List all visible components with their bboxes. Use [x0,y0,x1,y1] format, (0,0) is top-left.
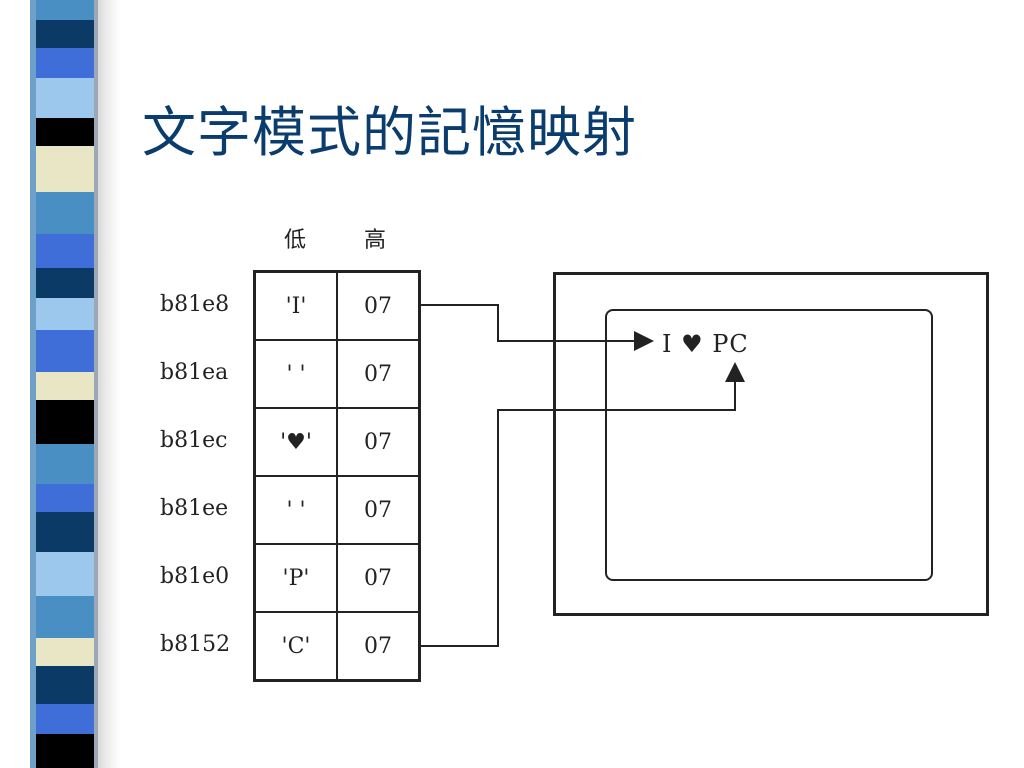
stripe-block [36,734,94,768]
screen-text: I ♥ PC [662,330,749,358]
column-header-low: 低 [284,228,307,253]
address-label: b81ea [160,360,229,385]
stripe-block [36,298,94,330]
decorative-band-edge [30,0,38,768]
table-row: '♥' 07 [253,407,421,477]
address-label: b81e0 [160,564,230,589]
wire-to-first-char [418,304,654,351]
stripe-block [36,596,94,638]
char-cell: 'I' [253,270,338,341]
stripe-block [36,48,94,78]
stripe-block [36,666,94,704]
table-row: 'I' 07 [253,270,421,341]
table-row: 'P' 07 [253,543,421,613]
stripe-block [36,372,94,400]
wire-to-last-char [418,362,745,647]
char-cell: 'C' [253,611,338,682]
attr-cell: 07 [336,339,421,409]
attr-cell: 07 [336,407,421,477]
address-label: b81e8 [160,292,230,317]
screen-frame [553,272,989,616]
stripe-block [36,444,94,484]
decorative-stripes [36,0,94,768]
slide-title: 文字模式的記憶映射 [142,101,637,164]
table-row: ' ' 07 [253,339,421,409]
stripe-block [36,118,94,146]
stripe-block [36,268,94,298]
attr-cell: 07 [336,611,421,682]
stripe-block [36,484,94,512]
stripe-block [36,192,94,234]
address-label: b8152 [160,632,231,657]
char-cell: '♥' [253,407,338,477]
stripe-block [36,400,94,444]
memory-table: 'I' 07 ' ' 07 '♥' 07 ' ' 07 'P' 07 'C' 0… [253,270,421,682]
stripe-block [36,0,94,20]
decorative-band-edge-right [94,0,98,768]
table-row: ' ' 07 [253,475,421,545]
char-cell: 'P' [253,543,338,613]
char-cell: ' ' [253,475,338,545]
column-header-high: 高 [364,228,387,253]
stripe-block [36,234,94,268]
stripe-block [36,638,94,666]
attr-cell: 07 [336,475,421,545]
stripe-block [36,20,94,48]
stripe-block [36,512,94,552]
screen-display [605,309,933,581]
stripe-block [36,146,94,192]
stripe-block [36,704,94,734]
stripe-block [36,330,94,372]
stripe-block [36,552,94,596]
table-row: 'C' 07 [253,611,421,682]
stripe-block [36,78,94,118]
char-cell: ' ' [253,339,338,409]
address-label: b81ee [160,496,229,521]
attr-cell: 07 [336,543,421,613]
address-label: b81ec [160,428,228,453]
